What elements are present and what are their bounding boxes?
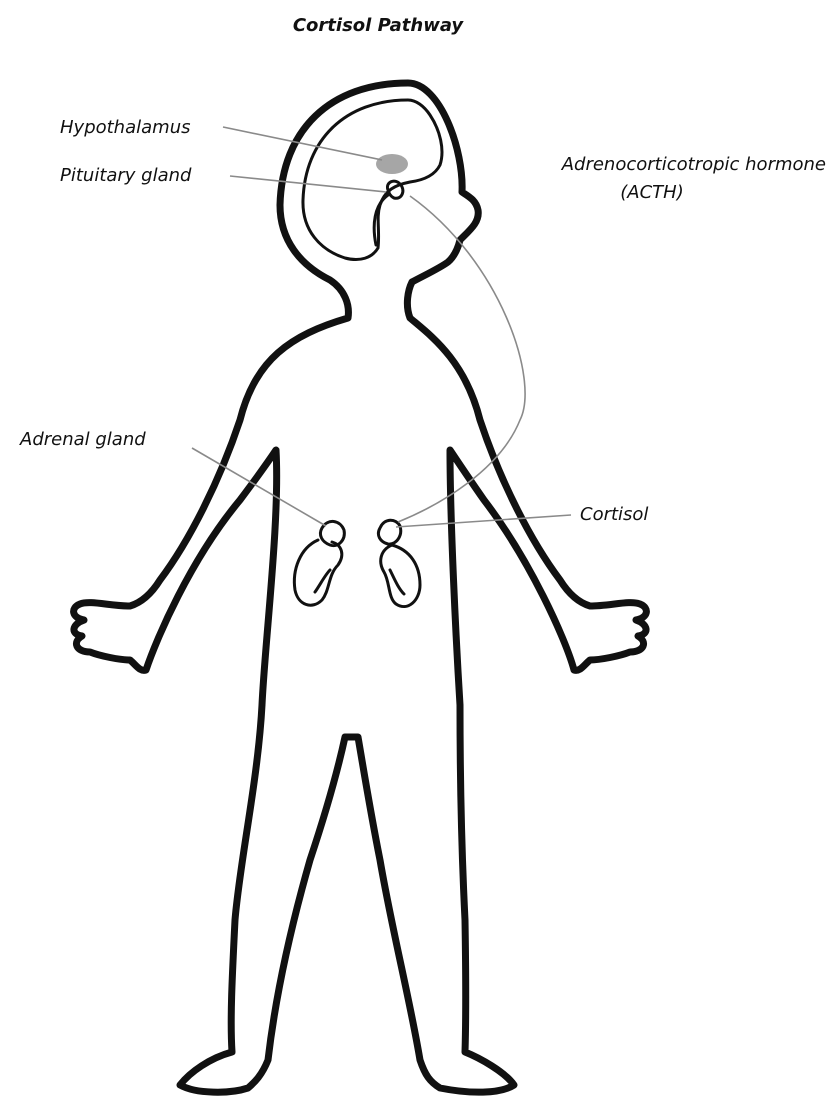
acth-label-line1: Adrenocorticotropic hormone (561, 154, 826, 175)
hypothalamus-shape (376, 154, 408, 174)
pituitary-label: Pituitary gland (60, 165, 192, 186)
child-body-outline (74, 83, 647, 1092)
cortisol-label: Cortisol (580, 504, 648, 525)
right-kidney (378, 520, 420, 606)
left-kidney (294, 521, 344, 605)
diagram-title: Cortisol Pathway (293, 15, 465, 36)
acth-label-line2: (ACTH) (620, 182, 683, 203)
adrenal-label: Adrenal gland (19, 429, 146, 450)
pituitary-leader (230, 176, 386, 192)
cortisol-leader (396, 515, 571, 527)
brain-outline (303, 100, 442, 260)
hypothalamus-label: Hypothalamus (60, 117, 190, 138)
